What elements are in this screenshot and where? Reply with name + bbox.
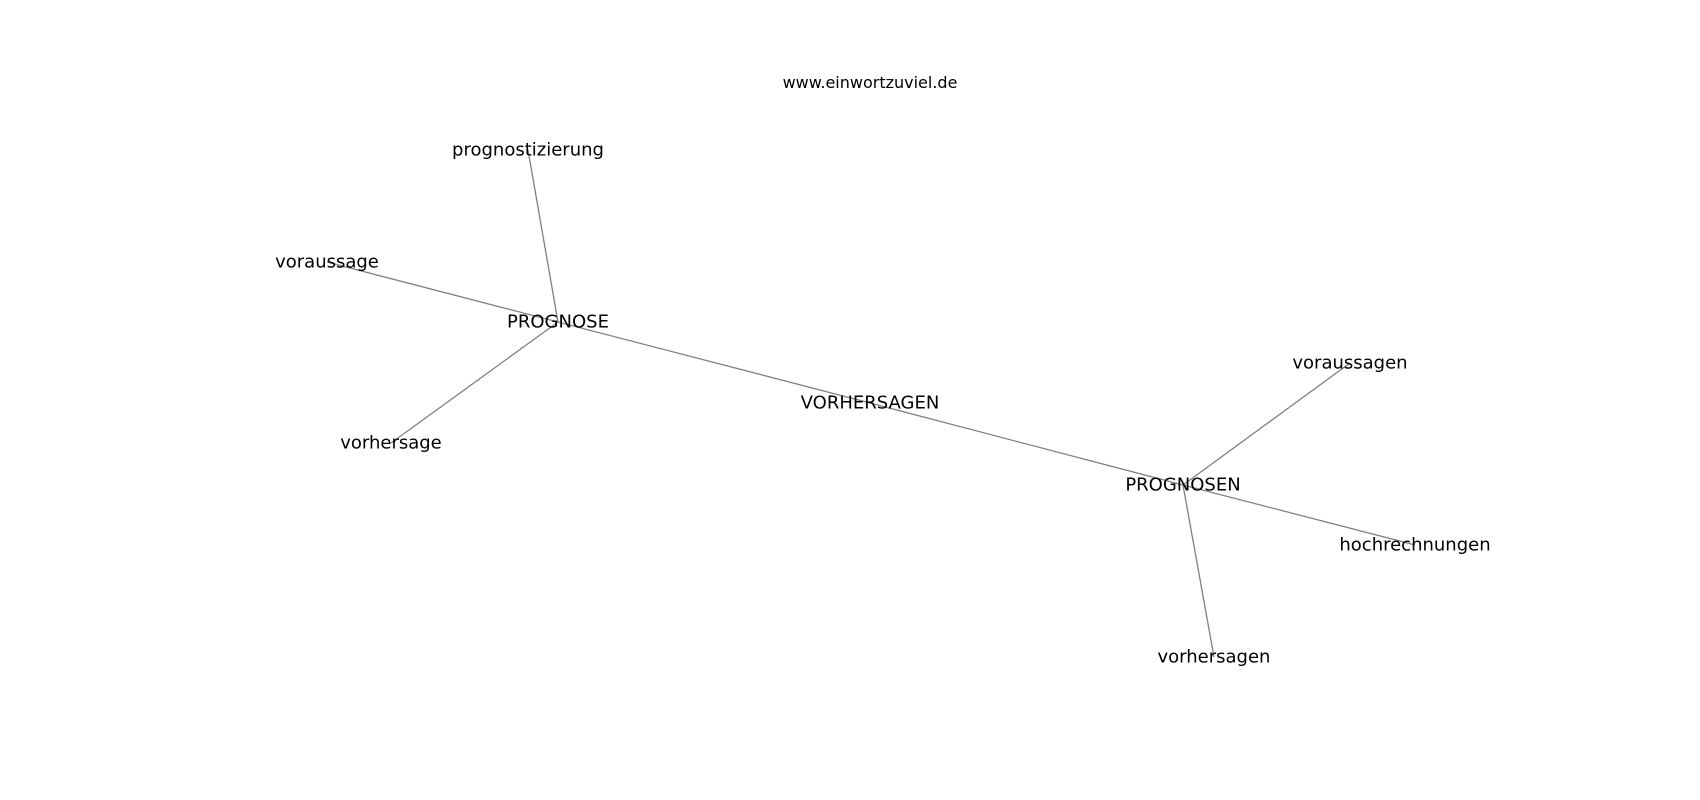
- site-watermark: www.einwortzuviel.de: [783, 73, 958, 92]
- edge-prognose-prognostizierung: [527, 149, 559, 323]
- node-label-vorhersagen: vorhersagen: [1158, 647, 1271, 668]
- edge-vorhersagen_main-prognosen: [869, 402, 1184, 486]
- node-label-voraussage: voraussage: [275, 252, 379, 273]
- node-label-prognosen: PROGNOSEN: [1125, 475, 1240, 496]
- edge-prognosen-voraussagen: [1182, 362, 1351, 486]
- edge-prognosen-vorhersagen: [1182, 484, 1215, 658]
- node-label-voraussagen: voraussagen: [1292, 353, 1407, 374]
- node-label-prognostizierung: prognostizierung: [452, 140, 604, 161]
- edge-prognose-vorhersagen_main: [557, 321, 871, 404]
- node-label-prognose: PROGNOSE: [507, 312, 609, 333]
- node-label-hochrechnungen: hochrechnungen: [1339, 535, 1490, 556]
- edge-prognose-voraussage: [326, 261, 559, 323]
- node-label-vorhersagen-main: VORHERSAGEN: [801, 393, 940, 414]
- node-label-vorhersage: vorhersage: [340, 433, 442, 454]
- edge-layer: [326, 149, 1416, 658]
- edge-prognosen-hochrechnungen: [1182, 484, 1416, 546]
- edge-prognose-vorhersage: [390, 321, 559, 444]
